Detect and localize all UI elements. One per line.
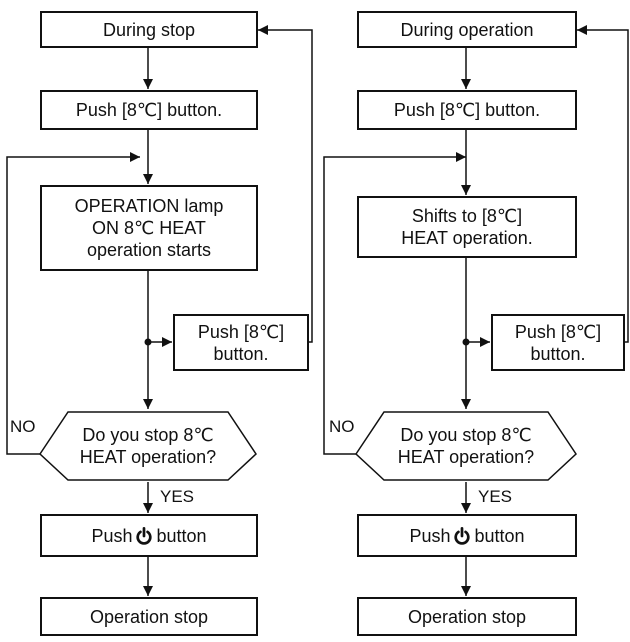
left-question-decision: Do you stop 8℃ HEAT operation? <box>60 412 236 480</box>
right-state-label: Shifts to [8℃] HEAT operation. <box>401 206 533 248</box>
right-start-box: During operation <box>357 11 577 48</box>
right-power-push-after: button <box>474 525 525 546</box>
right-question-label: Do you stop 8℃ HEAT operation? <box>397 425 535 467</box>
right-start-label: During operation <box>400 19 534 40</box>
left-end-label: Operation stop <box>89 606 209 627</box>
left-power-push-box: Push button <box>40 514 258 557</box>
right-push-8c-label: Push [8℃] button. <box>393 100 541 120</box>
left-no-label: NO <box>10 417 36 436</box>
right-flow-connectors <box>323 25 629 596</box>
power-icon <box>136 526 153 545</box>
left-question-label: Do you stop 8℃ HEAT operation? <box>79 425 217 467</box>
right-no-label: NO <box>329 417 355 436</box>
left-start-label: During stop <box>102 19 196 40</box>
left-side-push-label: Push [8℃] button. <box>197 321 285 364</box>
left-push-8c-box: Push [8℃] button. <box>40 90 258 130</box>
power-icon <box>454 526 471 545</box>
right-side-push-box: Push [8℃] button. <box>491 314 625 371</box>
left-power-push-after: button <box>156 525 207 546</box>
left-junction-dot <box>144 338 152 346</box>
right-power-push-before: Push <box>409 525 451 546</box>
right-side-push-label: Push [8℃] button. <box>514 321 602 364</box>
left-start-box: During stop <box>40 11 258 48</box>
left-state-box: OPERATION lamp ON 8℃ HEAT operation star… <box>40 185 258 271</box>
right-push-8c-box: Push [8℃] button. <box>357 90 577 130</box>
left-power-push-before: Push <box>91 525 133 546</box>
left-state-label: OPERATION lamp ON 8℃ HEAT operation star… <box>74 196 224 260</box>
right-yes-label: YES <box>478 487 513 506</box>
right-state-box: Shifts to [8℃] HEAT operation. <box>357 196 577 258</box>
left-flow-connectors <box>6 25 313 596</box>
right-end-box: Operation stop <box>357 597 577 636</box>
right-junction-dot <box>462 338 470 346</box>
right-power-push-box: Push button <box>357 514 577 557</box>
left-side-push-box: Push [8℃] button. <box>173 314 309 371</box>
left-end-box: Operation stop <box>40 597 258 636</box>
left-push-8c-label: Push [8℃] button. <box>75 100 223 120</box>
right-end-label: Operation stop <box>407 606 527 627</box>
left-yes-label: YES <box>160 487 195 506</box>
right-question-decision: Do you stop 8℃ HEAT operation? <box>376 412 556 480</box>
